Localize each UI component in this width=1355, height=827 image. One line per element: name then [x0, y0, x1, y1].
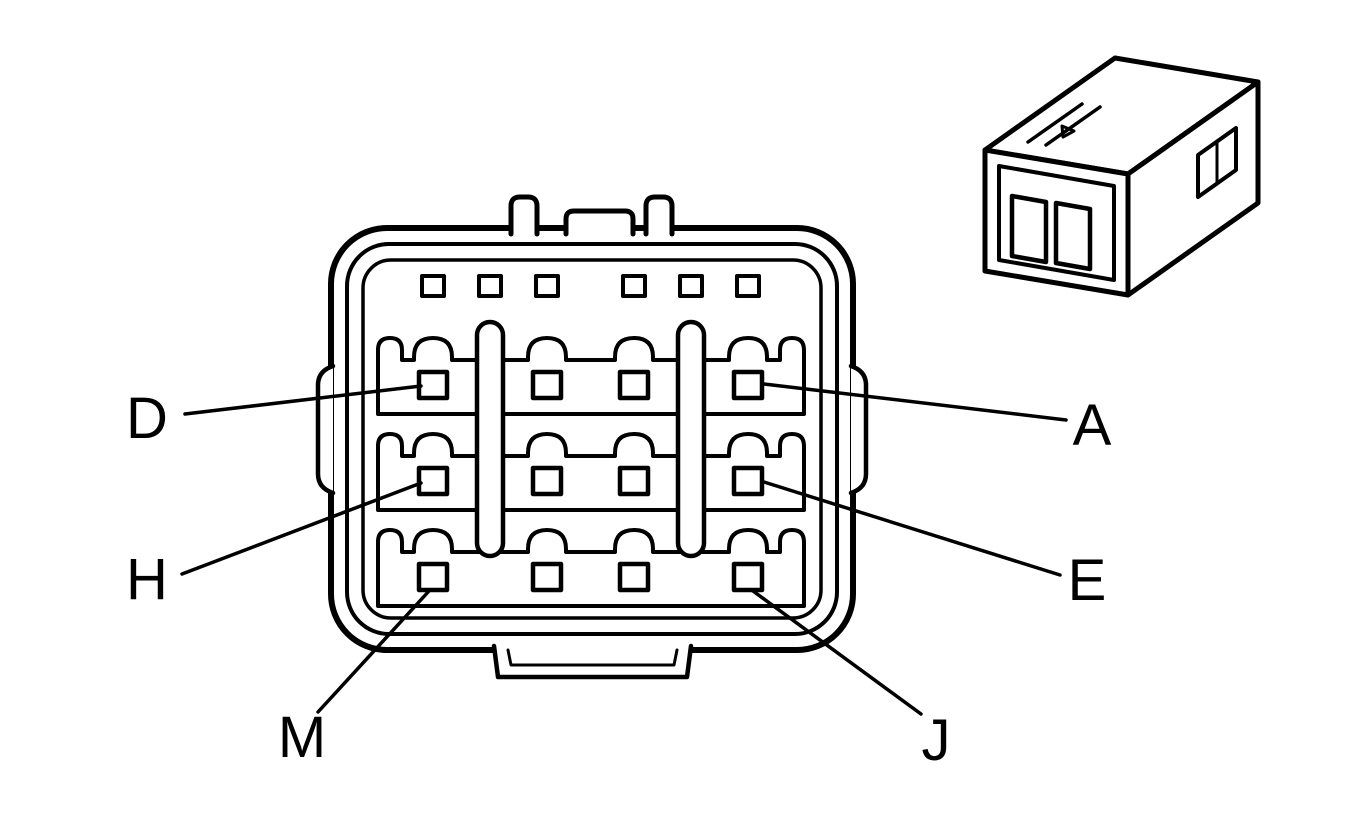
leader-line-a — [762, 382, 1068, 422]
pin-label-j: J — [922, 708, 951, 773]
pin-cavity-row2-col3 — [617, 465, 651, 497]
pin-label-e: E — [1068, 548, 1107, 613]
pin-e — [731, 465, 765, 497]
pin-cavity-row1-col2 — [530, 369, 564, 401]
pin-d — [416, 369, 450, 401]
pin-m — [416, 561, 450, 593]
3d-slot-left — [1009, 193, 1049, 265]
side-tab-right — [848, 363, 869, 496]
key-rib-left — [474, 319, 506, 559]
3d-latch-rail-line-1 — [1026, 102, 1084, 144]
pin-j — [731, 561, 765, 593]
pin-label-d: D — [126, 386, 168, 451]
3d-latch-arrow-mark — [1060, 124, 1076, 139]
pin-cavity-row3-col3 — [617, 561, 651, 593]
index-cavity-4 — [621, 274, 647, 298]
top-tab-left — [508, 194, 540, 237]
bottom-tab-inner-line — [506, 648, 679, 667]
bottom-tab — [491, 643, 694, 680]
pin-cavity-row3-col2 — [530, 561, 564, 593]
leader-lines — [180, 382, 1068, 716]
top-center-rib — [563, 208, 636, 237]
index-cavity-2 — [477, 274, 503, 298]
pin-label-a: A — [1073, 393, 1112, 458]
pin-label-h: H — [126, 547, 168, 612]
leader-line-d — [183, 384, 423, 416]
index-cavity-3 — [534, 274, 560, 298]
key-rib-right — [675, 319, 707, 559]
pin-cavity-row2-col2 — [530, 465, 564, 497]
top-tab-right — [643, 194, 675, 237]
leader-line-h — [180, 481, 423, 576]
3d-slot-right — [1053, 200, 1093, 272]
connector-3d-view — [982, 55, 1261, 298]
index-cavity-1 — [420, 274, 446, 298]
side-tab-left — [315, 363, 336, 496]
pin-cavity-row1-col3 — [617, 369, 651, 401]
leader-line-j — [751, 589, 923, 716]
connector-front-view — [315, 194, 869, 680]
pin-label-m: M — [278, 705, 326, 770]
pin-labels: D A H E M J — [126, 386, 1112, 773]
leader-line-m — [316, 589, 431, 714]
pin-h — [416, 465, 450, 497]
3d-latch-rail-line-2 — [1044, 105, 1102, 147]
housing-inner-outline — [345, 242, 839, 636]
index-cavity-6 — [735, 274, 761, 298]
terminal-row-3 — [376, 528, 806, 608]
index-cavity-5 — [678, 274, 704, 298]
3d-front-inner-border — [997, 164, 1116, 282]
leader-line-e — [762, 480, 1062, 577]
pin-a — [731, 369, 765, 401]
face-plate-outline — [361, 258, 823, 620]
